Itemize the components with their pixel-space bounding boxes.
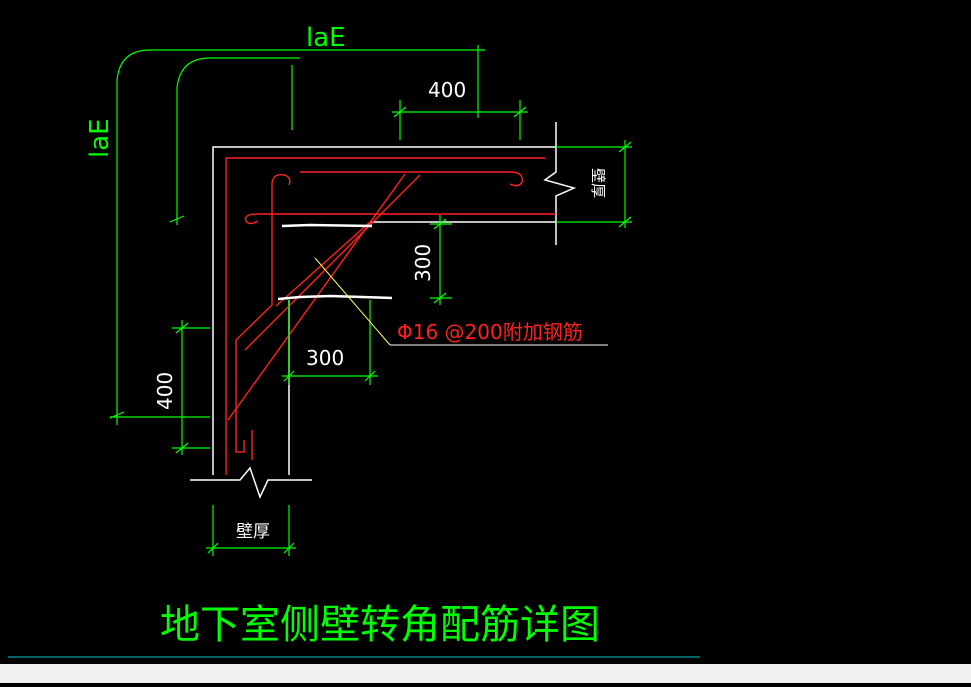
lae-left-label: laE (85, 118, 115, 158)
note-leader (314, 257, 391, 346)
additional-rebar-2 (244, 174, 421, 351)
drawing-title: 地下室侧壁转角配筋详图 (160, 602, 600, 648)
additional-rebar-3 (275, 221, 371, 307)
wall-outline (190, 122, 577, 499)
dimension-lines (109, 45, 632, 556)
window-bottom-strip (0, 664, 971, 683)
rebar-group (225, 157, 556, 475)
inner-rebar (235, 185, 273, 445)
dim-300-bottom-label: 300 (306, 346, 344, 370)
wall-thickness-right-label: 壁厚 (589, 168, 607, 198)
distribution-bars (277, 223, 393, 301)
outer-rebar (225, 157, 545, 475)
dim-400-top-label: 400 (428, 78, 466, 102)
lae-top-label: laE (306, 23, 346, 53)
dim-400-left-label: 400 (153, 372, 177, 410)
dim-300-right-label: 300 (411, 244, 435, 282)
additional-rebar-note: Φ16 @200附加钢筋 (397, 320, 583, 344)
wall-thickness-bottom-label: 壁厚 (236, 522, 270, 542)
